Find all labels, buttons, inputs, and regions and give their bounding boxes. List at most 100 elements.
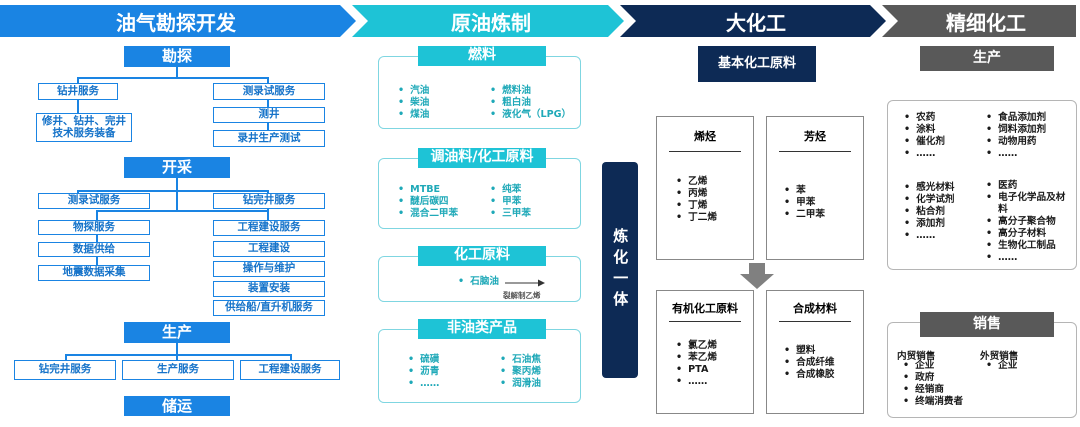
- connector: [65, 354, 67, 360]
- workover-box: 修井、钻井、完井 技术服务装备: [36, 113, 132, 142]
- integration-label: 炼化一体: [611, 228, 630, 312]
- list-item: 苯: [784, 185, 825, 197]
- list-item: 三甲苯: [490, 208, 531, 220]
- list-item: 动物用药: [986, 136, 1046, 148]
- geophysical-box: 物探服务: [38, 220, 150, 235]
- development-title: 开采: [124, 157, 230, 178]
- connector: [77, 100, 79, 113]
- chem-note: 裂解制乙烯: [503, 291, 541, 300]
- fine-col1b: 感光材料 化学试剂 粘合剂 添加剂 ……: [904, 182, 955, 242]
- list-item: 涂料: [904, 124, 945, 136]
- list-item: 氯乙烯: [676, 340, 717, 352]
- header-chevrons: [0, 5, 1076, 37]
- connector: [267, 123, 269, 130]
- list-item: 粘合剂: [904, 206, 955, 218]
- connector: [176, 178, 178, 191]
- production-service-box: 生产服务: [122, 360, 234, 380]
- aromatics-underline: [779, 151, 851, 152]
- fine-sales-title: 销售: [920, 312, 1054, 337]
- seismic-box: 地震数据采集: [38, 265, 150, 281]
- connector: [267, 77, 269, 83]
- basic-materials-title: 基本化工原料: [698, 46, 816, 82]
- list-item: 二甲苯: [784, 209, 825, 221]
- list-item: 高分子聚合物: [986, 216, 1074, 228]
- list-item: 农药: [904, 112, 945, 124]
- list-item: PTA: [676, 364, 717, 376]
- mud-logging-box: 录井生产测试: [213, 130, 325, 147]
- list-item: 液化气（LPG）: [490, 109, 571, 121]
- olefins-title: 烯烃: [694, 130, 716, 143]
- dev-logging-box: 测录试服务: [38, 193, 150, 209]
- connector: [290, 354, 292, 360]
- list-item: 汽油: [398, 85, 429, 97]
- list-item: 高分子材料: [986, 228, 1074, 240]
- blend-list-right: 纯苯 甲苯 三甲苯: [490, 184, 531, 220]
- list-item: ……: [986, 252, 1074, 264]
- fine-col2a: 食品添加剂 饲料添加剂 动物用药 ……: [986, 112, 1046, 160]
- synthetic-list: 塑料 合成纤维 合成橡胶: [784, 345, 835, 381]
- nonfuel-list-left: 硫磺 沥青 ……: [408, 354, 439, 390]
- header-refining: 原油炼制: [451, 10, 531, 35]
- olefins-list: 乙烯 丙烯 丁烯 丁二烯: [676, 176, 717, 224]
- production-title: 生产: [124, 322, 230, 343]
- header-chemical: 大化工: [726, 10, 786, 35]
- domestic-sales-label: 内贸销售: [897, 351, 936, 362]
- list-item: 饲料添加剂: [986, 124, 1046, 136]
- prod-drill-complete-box: 钻完井服务: [14, 360, 116, 380]
- fine-col2b: 医药 电子化学品及材 料 高分子聚合物 高分子材料 生物化工制品 ……: [986, 180, 1074, 264]
- connector: [96, 257, 98, 265]
- list-item: 合成纤维: [784, 357, 834, 369]
- list-item: 塑料: [784, 345, 835, 357]
- connector: [267, 190, 269, 193]
- list-item: 甲苯: [784, 197, 825, 209]
- drilling-service-box: 钻井服务: [38, 83, 118, 100]
- organic-list: 氯乙烯 苯乙烯 PTA ……: [676, 340, 717, 388]
- nonfuel-title: 非油类产品: [418, 319, 546, 339]
- list-item: 石油焦: [500, 354, 541, 366]
- operation-box: 操作与维护: [213, 261, 325, 277]
- connector: [77, 77, 268, 79]
- logging-service-box: 测录试服务: [213, 83, 325, 100]
- construction-box: 工程建设: [213, 241, 325, 257]
- list-item: 经销商: [903, 384, 963, 396]
- fuel-list-left: 汽油 柴油 煤油: [398, 85, 429, 121]
- olefins-underline: [669, 151, 741, 152]
- list-item: ……: [676, 376, 717, 388]
- list-item: 政府: [903, 372, 963, 384]
- foreign-sales-label: 外贸销售: [980, 351, 1019, 362]
- list-item: 丙烯: [676, 188, 717, 200]
- connector: [65, 354, 291, 356]
- list-item: 纯苯: [490, 184, 531, 196]
- chem-title: 化工原料: [418, 246, 546, 266]
- list-item: 生物化工制品: [986, 240, 1074, 252]
- chem-list: 石脑油: [458, 276, 499, 288]
- list-item: 沥青: [408, 366, 439, 378]
- connector: [267, 207, 269, 220]
- refining-chevron: [352, 5, 624, 37]
- dev-drill-complete-box: 钻完井服务: [213, 193, 325, 209]
- connector: [176, 343, 178, 355]
- fuel-list-right: 燃料油 粗白油 液化气（LPG）: [490, 85, 571, 121]
- list-item: 催化剂: [904, 136, 945, 148]
- list-item: 食品添加剂: [986, 112, 1046, 124]
- fine-col1a: 农药 涂料 催化剂 ……: [904, 112, 945, 160]
- list-item: 苯乙烯: [676, 352, 717, 364]
- list-item: 煤油: [398, 109, 429, 121]
- connector: [77, 77, 79, 83]
- connector: [96, 210, 177, 212]
- list-item: 终端消费者: [903, 396, 963, 408]
- list-item: 化学试剂: [904, 194, 954, 206]
- list-item: 医药: [986, 180, 1074, 192]
- connector: [176, 210, 268, 212]
- list-item: 添加剂: [904, 218, 955, 230]
- arrow-icon: [505, 279, 545, 287]
- well-logging-box: 测井: [213, 107, 325, 123]
- list-item: ……: [904, 230, 955, 242]
- foreign-sales-list: 企业: [986, 360, 1017, 372]
- list-item: 柴油: [398, 97, 429, 109]
- list-item: 乙烯: [676, 176, 717, 188]
- list-item: 粗白油: [490, 97, 571, 109]
- list-item: 甲苯: [490, 196, 531, 208]
- upstream-chevron: [0, 5, 356, 37]
